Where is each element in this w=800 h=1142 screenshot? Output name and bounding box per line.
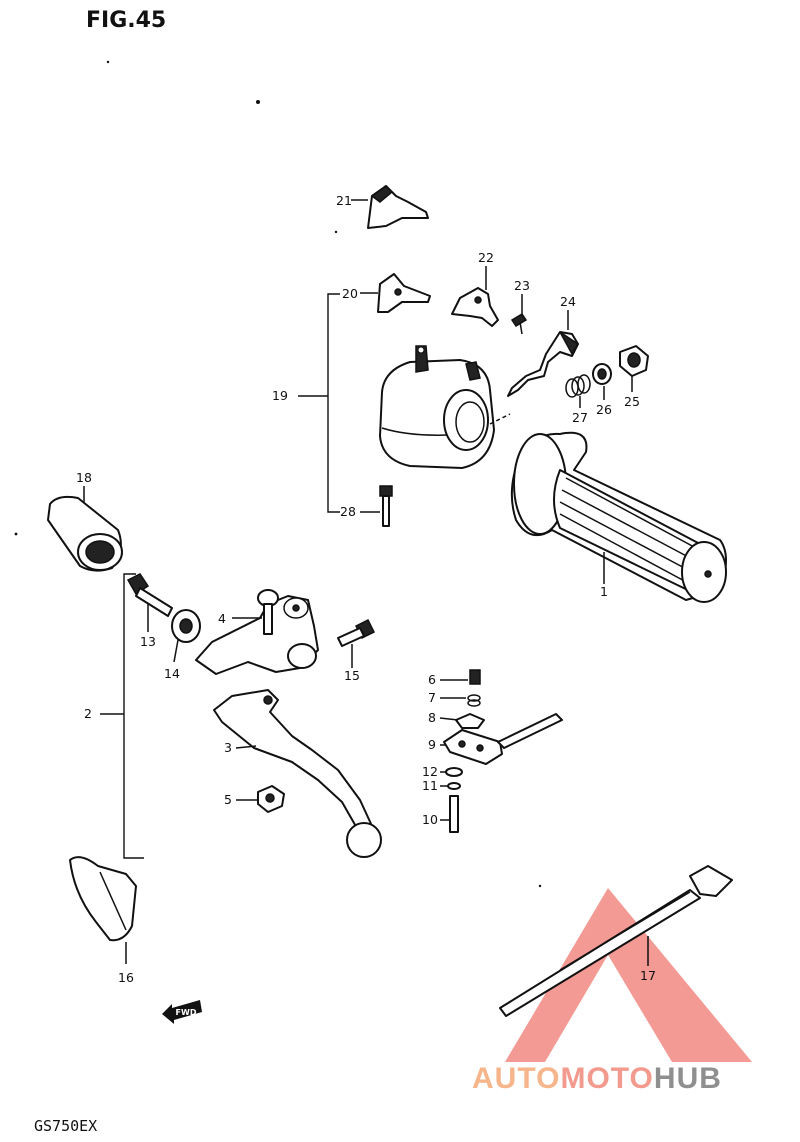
callout-3: 3 [224, 740, 232, 755]
part-11-washer [447, 782, 461, 790]
part-18-dust-boot [47, 495, 123, 572]
callout-5: 5 [224, 792, 232, 807]
part-28-screw [379, 485, 393, 527]
callout-26: 26 [596, 402, 612, 417]
callout-22: 22 [478, 250, 494, 265]
callout-9: 9 [428, 737, 436, 752]
part-4-pivot-bolt [257, 589, 279, 635]
part-26-washer [592, 363, 612, 385]
callout-1: 1 [600, 584, 608, 599]
part-8-switch-plate [455, 713, 485, 729]
part-12-washer [445, 767, 463, 777]
leader-lines [83, 199, 649, 966]
part-23-screw [510, 312, 528, 335]
figure-title: FIG.45 [86, 8, 167, 33]
part-13-bolt [126, 573, 173, 617]
callout-21: 21 [336, 193, 352, 208]
part-16-lever-cover [69, 856, 137, 942]
watermark-part-2: MOTO [560, 1062, 654, 1095]
callout-20: 20 [342, 286, 358, 301]
part-17-cable-band [499, 865, 733, 1017]
forward-arrow-icon: FWD [162, 1000, 202, 1024]
part-15-bolt [337, 618, 376, 647]
part-10-screw [449, 795, 459, 833]
callout-28: 28 [340, 504, 356, 519]
part-3-brake-lever [213, 689, 382, 858]
part-22-cable-guide [451, 287, 499, 327]
callout-23: 23 [514, 278, 530, 293]
callout-15: 15 [344, 668, 360, 683]
callout-17: 17 [640, 968, 656, 983]
watermark-part-3: HUB [653, 1062, 722, 1095]
part-19-throttle-housing [379, 345, 511, 469]
part-21-clamp-cover [367, 185, 429, 229]
part-20-clamp-cover [377, 273, 431, 313]
callout-7: 7 [428, 690, 436, 705]
callout-19: 19 [272, 388, 288, 403]
callout-6: 6 [428, 672, 436, 687]
watermark-part-1: AUTO [472, 1062, 561, 1095]
part-24-adjuster [507, 331, 580, 397]
part-6-screw [469, 669, 481, 685]
callout-11: 11 [422, 778, 438, 793]
callout-16: 16 [118, 970, 134, 985]
watermark-logo-icon [505, 888, 752, 1062]
lever-holder [195, 595, 319, 675]
callout-14: 14 [164, 666, 180, 681]
callout-27: 27 [572, 410, 588, 425]
callout-12: 12 [422, 764, 438, 779]
model-label: GS750EX [34, 1117, 98, 1135]
part-25-locknut [619, 345, 649, 377]
watermark-text: AUTOMOTOHUB [472, 1062, 722, 1096]
callout-25: 25 [624, 394, 640, 409]
callout-13: 13 [140, 634, 156, 649]
part-7-spring [467, 694, 481, 707]
part-27-spring [565, 374, 591, 398]
callout-18: 18 [76, 470, 92, 485]
bracket-2 [100, 573, 144, 859]
part-9-switch [443, 713, 563, 765]
callout-10: 10 [422, 812, 438, 827]
part-5-nut [257, 785, 285, 813]
bracket-19 [298, 293, 340, 513]
part-14-nut [171, 609, 201, 643]
callout-8: 8 [428, 710, 436, 725]
callout-4: 4 [218, 611, 226, 626]
part-1-handlebar-grip [510, 431, 727, 603]
callout-24: 24 [560, 294, 576, 309]
callout-2: 2 [84, 706, 92, 721]
fwd-label: FWD [176, 1008, 197, 1017]
